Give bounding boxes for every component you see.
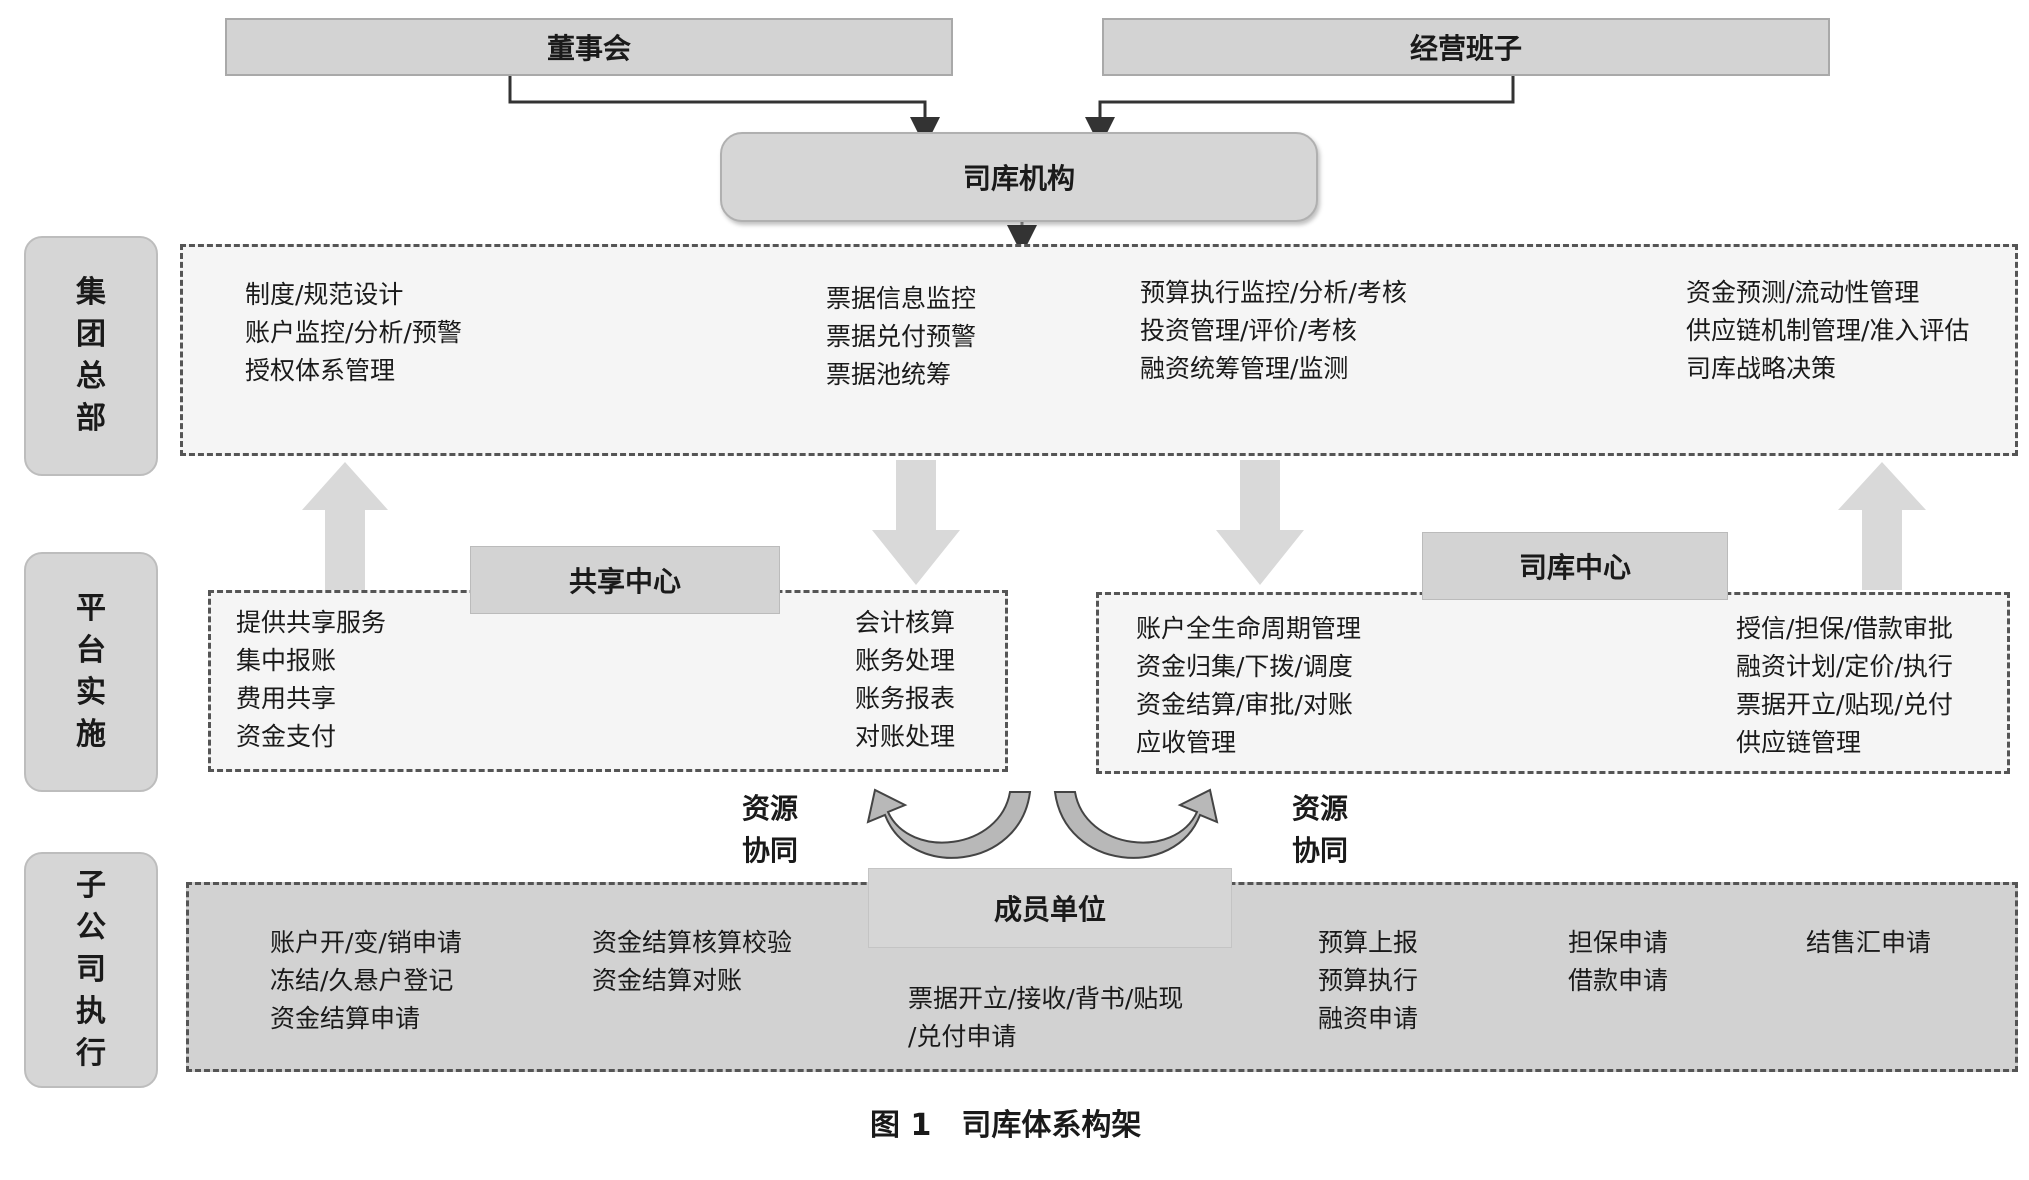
member-item: 资金结算对账 bbox=[592, 966, 743, 995]
hq-item: 账户监控/分析/预警 bbox=[245, 318, 462, 347]
hq-item: 票据信息监控 bbox=[826, 284, 977, 313]
treasury-item: 授信/担保/借款审批 bbox=[1736, 614, 1953, 643]
resource-label-line: 资源 bbox=[742, 792, 799, 825]
shared-item: 提供共享服务 bbox=[236, 608, 387, 637]
management-label: 经营班子 bbox=[1409, 32, 1522, 65]
hq-col-2: 票据信息监控 票据兑付预警 票据池统筹 bbox=[826, 280, 976, 394]
management-connector bbox=[1085, 76, 1515, 147]
board-connector bbox=[508, 76, 940, 147]
hq-item: 资金预测/流动性管理 bbox=[1686, 278, 1920, 307]
shared-item: 资金支付 bbox=[236, 722, 337, 751]
member-item: 担保申请 bbox=[1568, 928, 1669, 957]
shared-center-region bbox=[208, 590, 1008, 772]
member-item: 融资申请 bbox=[1318, 1004, 1419, 1033]
shared-item: 集中报账 bbox=[236, 646, 337, 675]
hq-region bbox=[180, 244, 2018, 456]
treasury-item: 票据开立/贴现/兑付 bbox=[1736, 690, 1953, 719]
member-col-1: 账户开/变/销申请 冻结/久悬户登记 资金结算申请 bbox=[270, 924, 462, 1038]
board-box: 董事会 bbox=[225, 18, 953, 76]
hq-item: 司库战略决策 bbox=[1686, 354, 1837, 383]
treasury-org-box: 司库机构 bbox=[720, 132, 1318, 222]
tier-subsidiary: 子公司执行 bbox=[24, 852, 158, 1088]
hq-item: 票据池统筹 bbox=[826, 360, 952, 389]
resource-label-line: 协同 bbox=[742, 834, 799, 867]
board-label: 董事会 bbox=[546, 32, 631, 65]
resource-label-line: 资源 bbox=[1292, 792, 1349, 825]
member-col-5: 担保申请 借款申请 bbox=[1568, 924, 1668, 1000]
shared-item: 账务处理 bbox=[855, 646, 956, 675]
up-arrow-right bbox=[1838, 462, 1926, 590]
shared-center-right: 会计核算 账务处理 账务报表 对账处理 bbox=[855, 604, 955, 756]
member-item: 预算执行 bbox=[1318, 966, 1419, 995]
tier-group-hq-label: 集团总部 bbox=[76, 275, 106, 436]
shared-center-left: 提供共享服务 集中报账 费用共享 资金支付 bbox=[236, 604, 386, 756]
hq-item: 供应链机制管理/准入评估 bbox=[1686, 316, 1970, 345]
resource-label-left: 资源 协同 bbox=[742, 788, 798, 872]
member-title: 成员单位 bbox=[993, 893, 1106, 926]
treasury-center-left: 账户全生命周期管理 资金归集/下拨/调度 资金结算/审批/对账 应收管理 bbox=[1136, 610, 1361, 762]
treasury-center-title-box: 司库中心 bbox=[1422, 532, 1728, 600]
tier-subsidiary-label: 子公司执行 bbox=[76, 868, 106, 1071]
member-col-3: 票据开立/接收/背书/贴现 /兑付申请 bbox=[908, 980, 1183, 1056]
member-item: 冻结/久悬户登记 bbox=[270, 966, 454, 995]
hq-col-1: 制度/规范设计 账户监控/分析/预警 授权体系管理 bbox=[245, 276, 462, 390]
shared-center-title-box: 共享中心 bbox=[470, 546, 780, 614]
tier-platform-label: 平台实施 bbox=[76, 591, 106, 752]
member-col-6: 结售汇申请 bbox=[1806, 924, 1931, 962]
treasury-item: 资金归集/下拨/调度 bbox=[1136, 652, 1353, 681]
treasury-center-title: 司库中心 bbox=[1518, 551, 1631, 584]
shared-item: 费用共享 bbox=[236, 684, 337, 713]
resource-label-right: 资源 协同 bbox=[1292, 788, 1348, 872]
treasury-item: 账户全生命周期管理 bbox=[1136, 614, 1362, 643]
member-title-box: 成员单位 bbox=[868, 868, 1232, 948]
treasury-item: 应收管理 bbox=[1136, 728, 1237, 757]
treasury-center-right: 授信/担保/借款审批 融资计划/定价/执行 票据开立/贴现/兑付 供应链管理 bbox=[1736, 610, 1953, 762]
tier-platform: 平台实施 bbox=[24, 552, 158, 792]
treasury-item: 资金结算/审批/对账 bbox=[1136, 690, 1353, 719]
hq-item: 融资统筹管理/监测 bbox=[1140, 354, 1349, 383]
hq-item: 授权体系管理 bbox=[245, 356, 396, 385]
hq-item: 制度/规范设计 bbox=[245, 280, 404, 309]
curved-arrow-right bbox=[1053, 788, 1219, 859]
shared-item: 账务报表 bbox=[855, 684, 956, 713]
hq-col-3: 预算执行监控/分析/考核 投资管理/评价/考核 融资统筹管理/监测 bbox=[1140, 274, 1407, 388]
management-box: 经营班子 bbox=[1102, 18, 1830, 76]
hq-item: 投资管理/评价/考核 bbox=[1140, 316, 1357, 345]
member-item: 资金结算核算校验 bbox=[592, 928, 793, 957]
shared-item: 对账处理 bbox=[855, 722, 956, 751]
hq-col-4: 资金预测/流动性管理 供应链机制管理/准入评估 司库战略决策 bbox=[1686, 274, 1969, 388]
member-item: 资金结算申请 bbox=[270, 1004, 421, 1033]
treasury-org-label: 司库机构 bbox=[962, 162, 1075, 195]
member-item: 账户开/变/销申请 bbox=[270, 928, 462, 957]
member-item: 预算上报 bbox=[1318, 928, 1419, 957]
shared-center-title: 共享中心 bbox=[568, 565, 681, 598]
figure-caption: 图 1 司库体系构架 bbox=[870, 1108, 1142, 1143]
member-item: 结售汇申请 bbox=[1806, 928, 1932, 957]
down-arrow-center-left bbox=[872, 460, 960, 585]
tier-group-hq: 集团总部 bbox=[24, 236, 158, 476]
treasury-item: 融资计划/定价/执行 bbox=[1736, 652, 1953, 681]
member-item: 借款申请 bbox=[1568, 966, 1669, 995]
treasury-item: 供应链管理 bbox=[1736, 728, 1862, 757]
curved-arrow-left bbox=[866, 788, 1032, 859]
down-arrow-center-right bbox=[1216, 460, 1304, 585]
hq-item: 预算执行监控/分析/考核 bbox=[1140, 278, 1407, 307]
shared-item: 会计核算 bbox=[855, 608, 956, 637]
member-item: /兑付申请 bbox=[908, 1022, 1017, 1051]
hq-item: 票据兑付预警 bbox=[826, 322, 977, 351]
up-arrow-left bbox=[302, 462, 388, 590]
member-item: 票据开立/接收/背书/贴现 bbox=[908, 984, 1184, 1013]
member-col-4: 预算上报 预算执行 融资申请 bbox=[1318, 924, 1418, 1038]
resource-label-line: 协同 bbox=[1292, 834, 1349, 867]
treasury-center-region bbox=[1096, 592, 2010, 774]
member-col-2: 资金结算核算校验 资金结算对账 bbox=[592, 924, 792, 1000]
